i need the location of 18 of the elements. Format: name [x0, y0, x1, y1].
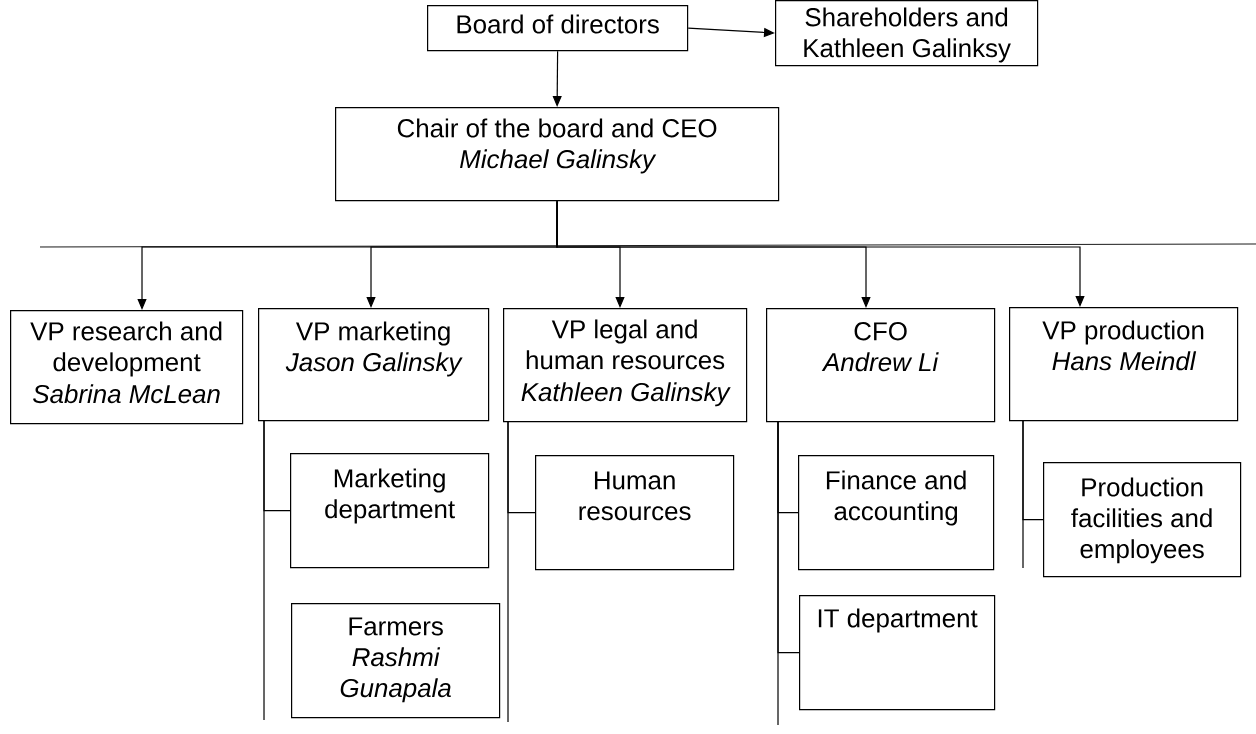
org-box: VP research and development Sabrina McLean [10, 310, 244, 425]
connector [507, 420, 536, 514]
org-box: CFO Andrew Li [766, 308, 996, 423]
org-box: Shareholders and Kathleen Galinksy [775, 0, 1039, 67]
org-box: VP legal and human resources Kathleen Galinsky [503, 308, 748, 423]
org-box: VP marketing Jason Galinsky [258, 308, 490, 422]
connector [1022, 419, 1044, 521]
org-box: Chair of the board and CEO Michael Galinsky [335, 107, 780, 202]
org-box: VP production Hans Meindl [1009, 307, 1239, 422]
org-box: IT department [799, 595, 996, 711]
org-box: Farmers Rashmi Gunapala [291, 603, 501, 719]
connector [263, 419, 291, 512]
org-box: Marketing department [290, 453, 490, 569]
org-box: Board of directors [427, 5, 689, 52]
connector [777, 420, 800, 654]
org-box: Human resources [535, 455, 735, 571]
org-box: Production facilities and employees [1043, 462, 1242, 578]
org-box: Finance and accounting [798, 455, 995, 571]
